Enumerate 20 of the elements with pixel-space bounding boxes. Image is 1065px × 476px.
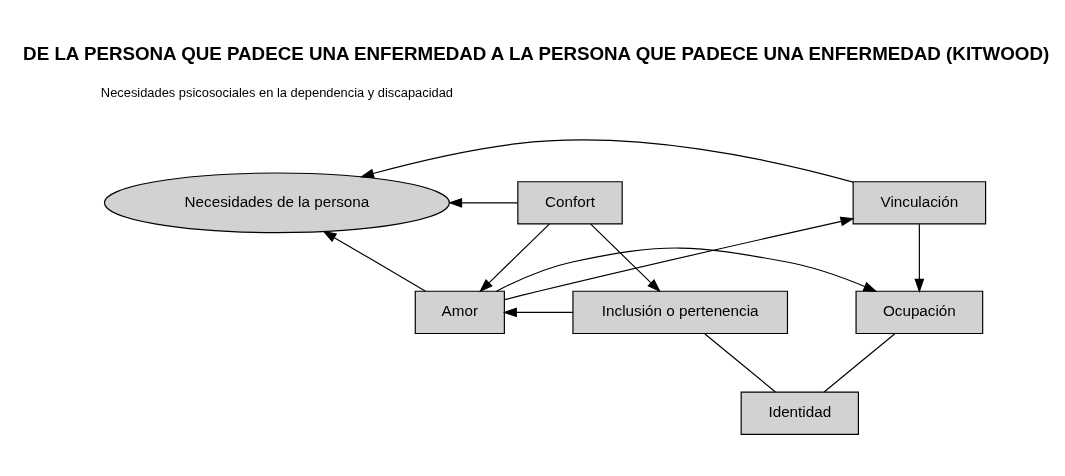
node-ellipse: Necesidades de la persona xyxy=(103,172,451,234)
diagram-title: DE LA PERSONA QUE PADECE UNA ENFERMEDAD A LA PERSONA QUE PADECE UNA ENFERMEDAD (KITWOOD) xyxy=(23,43,1050,65)
node-box: Ocupación xyxy=(855,290,984,335)
arrow xyxy=(448,197,518,208)
node-box: Amor xyxy=(414,290,505,335)
node-box: Vinculación xyxy=(852,181,987,225)
arrow xyxy=(479,223,550,293)
node-box: Confort xyxy=(517,181,623,225)
arrow xyxy=(914,223,925,293)
node-box: Identidad xyxy=(740,391,859,435)
connector xyxy=(823,333,896,393)
arrow xyxy=(495,247,878,292)
arrow xyxy=(322,230,427,292)
arrow xyxy=(502,307,574,318)
node-box: Inclusión o pertenencia xyxy=(572,290,789,335)
label: Necesidades psicosociales en la dependencia y discapacidad xyxy=(100,84,454,100)
arrow xyxy=(590,223,661,293)
connector xyxy=(704,333,777,393)
arrow xyxy=(359,139,854,183)
arrow xyxy=(504,216,855,301)
